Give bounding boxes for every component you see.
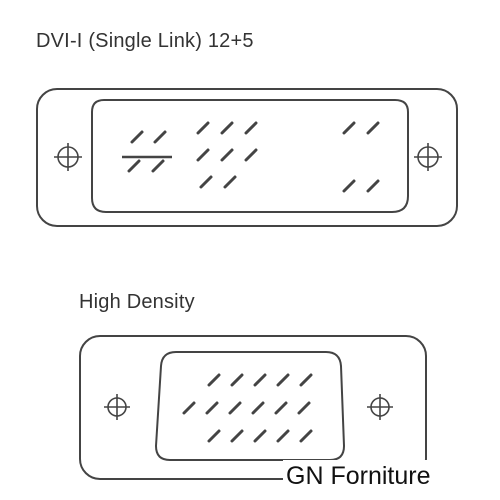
dvi-connector bbox=[36, 88, 458, 227]
dvi-pin bbox=[342, 121, 356, 135]
dvi-pin bbox=[153, 130, 167, 144]
dvi-pin bbox=[196, 148, 210, 162]
dvi-pin bbox=[342, 179, 356, 193]
hd-pin bbox=[207, 429, 221, 443]
crosshair-icon bbox=[367, 394, 393, 420]
hd-pin bbox=[207, 373, 221, 387]
dvi-pins bbox=[127, 121, 380, 193]
dvi-pin bbox=[196, 121, 210, 135]
hd-pin bbox=[274, 401, 288, 415]
hd-pin bbox=[276, 373, 290, 387]
hd-pin bbox=[253, 429, 267, 443]
hd-pin bbox=[276, 429, 290, 443]
hd-pin bbox=[297, 401, 311, 415]
dvi-connector-title: DVI-I (Single Link) 12+5 bbox=[36, 30, 254, 52]
hd-pin bbox=[299, 429, 313, 443]
dvi-pin bbox=[244, 121, 258, 135]
hd-pin bbox=[251, 401, 265, 415]
hd-pin bbox=[253, 373, 267, 387]
dvi-pin bbox=[151, 159, 165, 173]
high-density-connector-title: High Density bbox=[79, 291, 195, 313]
crosshair-icon bbox=[104, 394, 130, 420]
hd-pin bbox=[230, 429, 244, 443]
hd-pin bbox=[228, 401, 242, 415]
hd-pin bbox=[230, 373, 244, 387]
hd-inner-socket bbox=[154, 351, 346, 461]
dvi-pin bbox=[127, 159, 141, 173]
dvi-pin bbox=[199, 175, 213, 189]
hd-pin bbox=[299, 373, 313, 387]
dvi-pin bbox=[220, 121, 234, 135]
dvi-pin bbox=[244, 148, 258, 162]
hd-outer-shell bbox=[79, 335, 427, 480]
hd-pin bbox=[182, 401, 196, 415]
hd-pin bbox=[205, 401, 219, 415]
dvi-pin bbox=[220, 148, 234, 162]
dvi-pin bbox=[223, 175, 237, 189]
watermark-text: GN Forniture bbox=[283, 460, 434, 492]
crosshair-icon bbox=[414, 143, 442, 171]
crosshair-icon bbox=[54, 143, 82, 171]
hd-pins bbox=[182, 373, 313, 443]
dvi-pin bbox=[366, 179, 380, 193]
dvi-pin bbox=[366, 121, 380, 135]
high-density-connector bbox=[79, 335, 427, 480]
dvi-outer-shell bbox=[36, 88, 458, 227]
dvi-pin bbox=[130, 130, 144, 144]
dvi-inner-socket bbox=[91, 99, 409, 213]
